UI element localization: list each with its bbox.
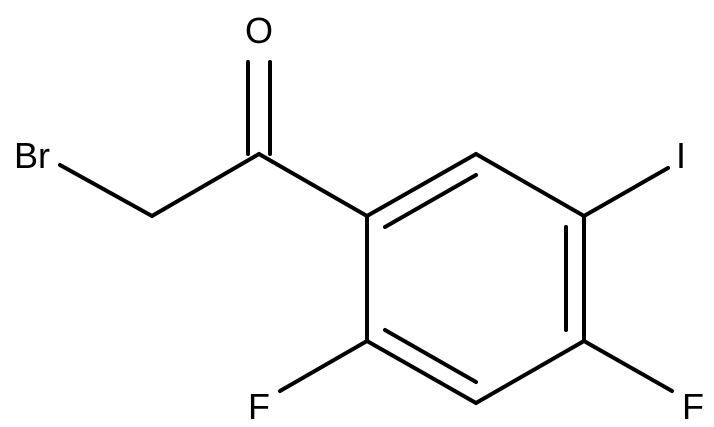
ring-bond-c2-c3 — [474, 152, 586, 218]
ring-bond-c5-c6 — [365, 339, 478, 405]
bond-ch2-carbonyl — [150, 152, 261, 218]
bond-carbonyl-ring — [257, 152, 369, 218]
atom-label-bromine: Br — [14, 135, 50, 176]
atom-label-fluorine-right: F — [682, 386, 704, 427]
ring-bond-c5-c6-inner — [383, 328, 478, 384]
ring-bond-c1-c2-inner — [383, 173, 478, 229]
bond-ring-iodine — [582, 166, 670, 218]
bond-ring-fluorine-left — [278, 339, 369, 393]
atom-label-oxygen: O — [245, 10, 273, 51]
atom-label-fluorine-left: F — [248, 386, 270, 427]
atom-label-iodine: I — [676, 135, 686, 176]
ring-bond-c1-c2 — [365, 152, 478, 218]
bond-br-ch2 — [58, 163, 154, 218]
ring-bond-c4-c5 — [474, 339, 586, 405]
bond-ring-fluorine-right — [582, 339, 674, 393]
bonds — [58, 60, 674, 405]
atom-labels: O Br I F F — [14, 10, 704, 427]
